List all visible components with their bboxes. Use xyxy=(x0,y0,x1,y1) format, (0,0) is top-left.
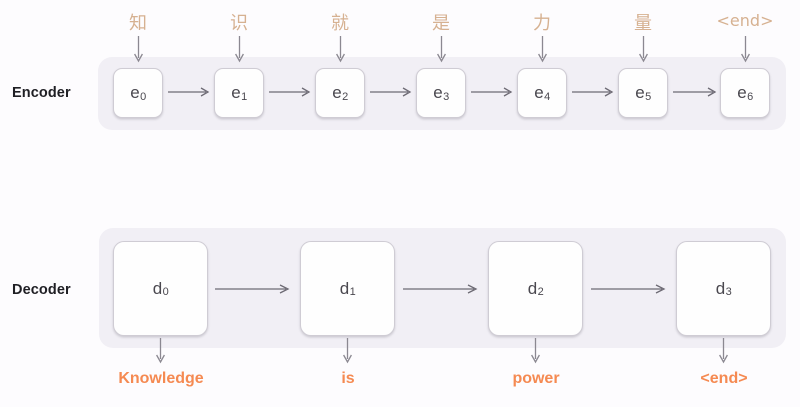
input-arrow-1-icon xyxy=(235,36,244,63)
encoder-cell-1-label: e xyxy=(231,83,241,102)
encoder-flow-arrow-5-icon xyxy=(673,87,717,97)
decoder-output-token-1: is xyxy=(341,370,355,387)
encoder-row-label: Encoder xyxy=(12,85,71,101)
encoder-cell-5-subscript: 5 xyxy=(645,90,652,103)
input-arrow-2-icon xyxy=(336,36,345,63)
encoder-cell-6-label: e xyxy=(737,83,747,102)
input-arrow-5-icon xyxy=(639,36,648,63)
encoder-cell-2-subscript: 2 xyxy=(342,90,349,103)
encoder-input-token-6: <end> xyxy=(716,11,774,30)
decoder-output-token-0: Knowledge xyxy=(118,370,204,387)
encoder-flow-arrow-1-icon xyxy=(269,87,311,97)
encoder-cell-3-subscript: 3 xyxy=(443,90,450,103)
decoder-cell-0-label: d xyxy=(152,278,163,298)
encoder-flow-arrow-2-icon xyxy=(370,87,412,97)
input-arrow-6-icon xyxy=(741,36,750,63)
encoder-cell-0-subscript: 0 xyxy=(140,90,147,103)
decoder-flow-arrow-1-icon xyxy=(403,284,478,294)
encoder-flow-arrow-0-icon xyxy=(168,87,210,97)
decoder-cell-3-label: d xyxy=(715,278,726,298)
input-arrow-4-icon xyxy=(538,36,547,63)
encoder-input-token-3: 是 xyxy=(432,13,450,34)
encoder-cell-3-label: e xyxy=(433,83,443,102)
decoder-output-token-3: <end> xyxy=(700,370,748,387)
encoder-input-token-4: 力 xyxy=(533,13,551,34)
input-arrow-3-icon xyxy=(437,36,446,63)
output-arrow-3-icon xyxy=(719,338,728,364)
decoder-cell-0-subscript: 0 xyxy=(162,286,169,298)
encoder-cell-0-label: e xyxy=(130,83,140,102)
decoder-row-label: Decoder xyxy=(12,282,71,298)
decoder-cell-1-subscript: 1 xyxy=(349,286,356,298)
encoder-cell-6-subscript: 6 xyxy=(747,90,754,103)
output-arrow-1-icon xyxy=(343,338,352,364)
encoder-cell-4-subscript: 4 xyxy=(544,90,551,103)
output-arrow-0-icon xyxy=(156,338,165,364)
input-arrow-0-icon xyxy=(134,36,143,63)
decoder-cell-3-subscript: 3 xyxy=(725,286,732,298)
encoder-input-token-5: 量 xyxy=(634,13,652,34)
encoder-flow-arrow-4-icon xyxy=(572,87,614,97)
encoder-input-token-1: 识 xyxy=(230,13,248,34)
decoder-flow-arrow-2-icon xyxy=(591,284,666,294)
encoder-input-token-0: 知 xyxy=(129,13,147,34)
encoder-flow-arrow-3-icon xyxy=(471,87,513,97)
decoder-cell-2-subscript: 2 xyxy=(537,286,544,298)
encoder-input-token-2: 就 xyxy=(331,13,349,34)
decoder-flow-arrow-0-icon xyxy=(215,284,290,294)
encoder-cell-1-subscript: 1 xyxy=(241,90,248,103)
output-arrow-2-icon xyxy=(531,338,540,364)
encoder-cell-5-label: e xyxy=(635,83,645,102)
decoder-band xyxy=(99,228,786,348)
encoder-cell-4-label: e xyxy=(534,83,544,102)
decoder-cell-1-label: d xyxy=(339,278,350,298)
decoder-output-token-2: power xyxy=(512,370,560,387)
encoder-cell-2-label: e xyxy=(332,83,342,102)
decoder-cell-2-label: d xyxy=(527,278,538,298)
